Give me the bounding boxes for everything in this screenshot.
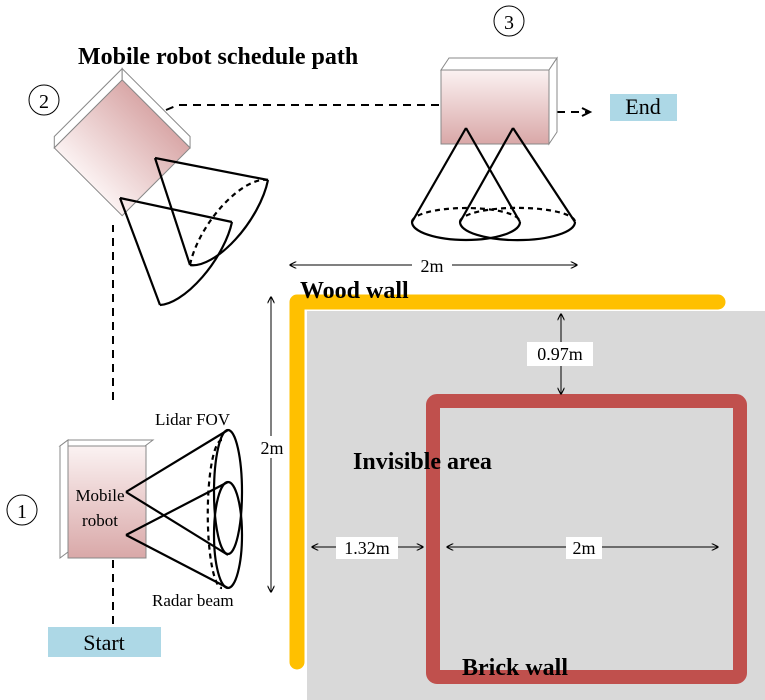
radar-beam-label: Radar beam [152, 591, 234, 610]
robot-label-line1: Mobile [75, 486, 124, 505]
svg-text:1: 1 [17, 501, 27, 523]
dim-gap-left-label: 1.32m [344, 538, 390, 558]
brick-wall [426, 394, 747, 684]
svg-text:2: 2 [39, 91, 49, 113]
end-label: End [625, 94, 660, 119]
end-box [610, 94, 677, 121]
brick-wall-label: Brick wall [462, 655, 568, 681]
position-marker-2: 2 [28, 84, 60, 116]
robot-1: Mobile robot [58, 439, 155, 559]
diagram-title: Mobile robot schedule path [78, 44, 358, 70]
wood-wall [289, 294, 726, 670]
dim-top-width-label: 2m [420, 256, 443, 276]
robot-label-line2: robot [82, 511, 118, 530]
position-marker-1: 1 [6, 494, 38, 526]
start-box [48, 627, 161, 657]
position-marker-3: 3 [493, 5, 525, 37]
lidar-fov-label: Lidar FOV [155, 410, 231, 429]
dim-left-height-label: 2m [260, 438, 283, 458]
robot-3 [440, 56, 558, 146]
robot-1-sensor-cones [125, 428, 244, 590]
invisible-area-label: Invisible area [353, 449, 492, 475]
dim-gap-top-label: 0.97m [537, 344, 583, 364]
end-arrowhead [581, 107, 593, 117]
start-label: Start [83, 630, 125, 655]
svg-text:3: 3 [504, 12, 514, 34]
robot-3-sensor-cones [410, 127, 577, 242]
robot-2-sensor-cones [118, 156, 270, 307]
wood-wall-label: Wood wall [300, 278, 409, 304]
dim-brick-width-label: 2m [572, 538, 595, 558]
invisible-area [307, 311, 765, 700]
robot-2 [53, 67, 191, 217]
